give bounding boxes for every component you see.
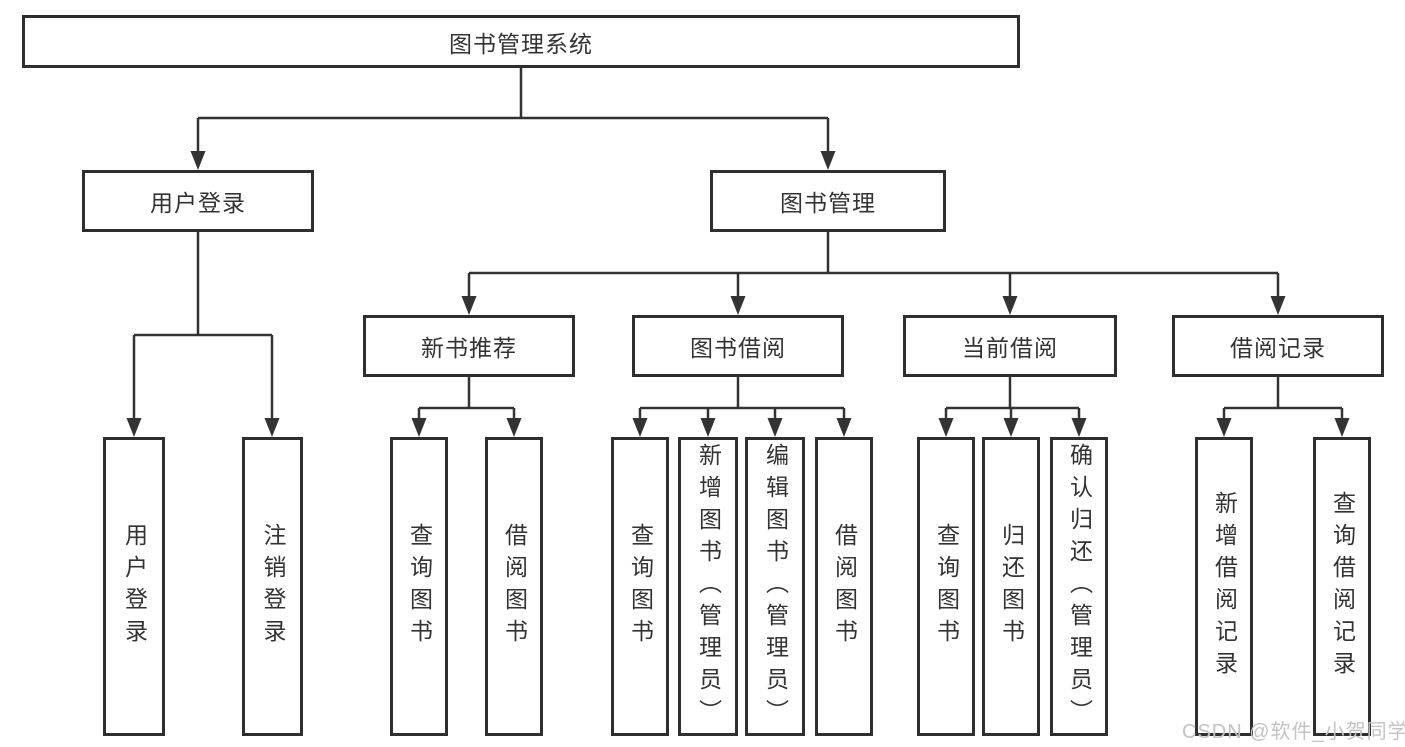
node-book-management: 图书管理 [710,170,946,232]
node-new-book-recommendation: 新书推荐 [363,315,575,377]
leaf-query-books: 查询图书 [611,437,669,736]
node-book-borrowing: 图书借阅 [632,315,844,377]
arrowhead-icons [126,151,1350,437]
node-current-borrowing: 当前借阅 [903,315,1117,377]
leaf-return-books: 归还图书 [982,437,1040,736]
node-user-login: 用户登录 [82,170,314,232]
node-library-management-system: 图书管理系统 [22,15,1020,68]
leaf-confirm-return-admin: 确认归还（管理员） [1050,437,1108,736]
leaf-query-books: 查询图书 [390,437,448,736]
leaf-borrow-books: 借阅图书 [815,437,873,736]
leaf-edit-book-admin: 编辑图书（管理员） [745,437,805,736]
leaf-add-book-admin: 新增图书（管理员） [678,437,738,736]
leaf-borrow-books: 借阅图书 [485,437,543,736]
leaf-logout: 注销登录 [242,437,303,736]
leaf-query-borrowing-record: 查询借阅记录 [1313,437,1371,736]
leaf-add-borrowing-record: 新增借阅记录 [1195,437,1253,736]
node-borrowing-records: 借阅记录 [1172,315,1384,377]
leaf-user-login: 用户登录 [103,437,165,736]
leaf-query-books: 查询图书 [917,437,975,736]
csdn-watermark: CSDN @软件_小贺同学 [1182,721,1405,743]
